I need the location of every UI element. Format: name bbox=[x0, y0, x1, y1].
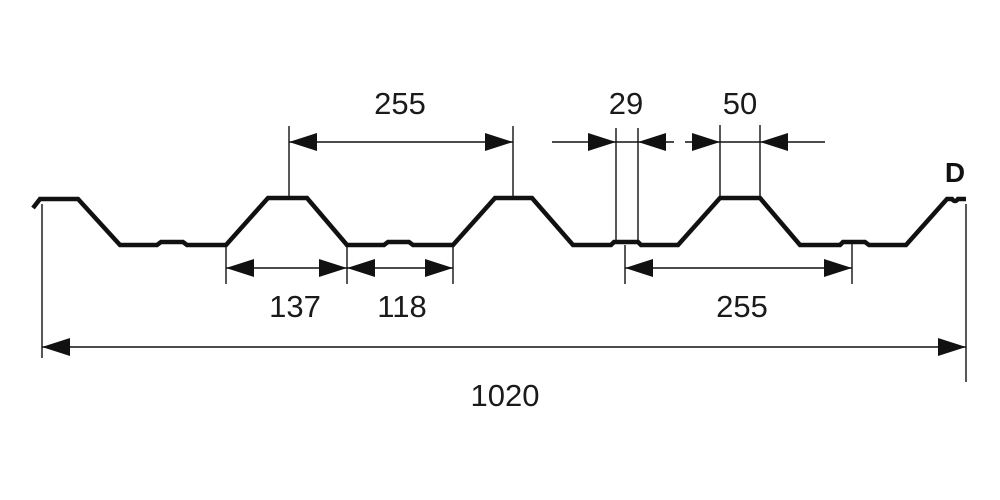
dimension-crest-pitch-bottom: 255 bbox=[624, 243, 853, 324]
dimension-total-width: 1020 bbox=[41, 204, 967, 413]
dimension-crest-pitch-top: 255 bbox=[288, 86, 514, 198]
dimension-small-rib-width: 29 bbox=[552, 86, 674, 243]
dimension-label: 118 bbox=[377, 289, 426, 324]
dimension-crest-width: 50 bbox=[685, 86, 825, 198]
dimension-label: 255 bbox=[716, 289, 768, 324]
dimension-label: 255 bbox=[374, 86, 426, 121]
dimension-label: 137 bbox=[269, 289, 321, 324]
sheet-profile-outline bbox=[31, 195, 966, 248]
dimension-label: 50 bbox=[723, 86, 757, 121]
dimension-trough-parts: 137 118 bbox=[225, 245, 454, 324]
dimension-label: 1020 bbox=[471, 378, 540, 413]
dimension-label: 29 bbox=[609, 86, 643, 121]
profile-label: D bbox=[945, 157, 965, 188]
